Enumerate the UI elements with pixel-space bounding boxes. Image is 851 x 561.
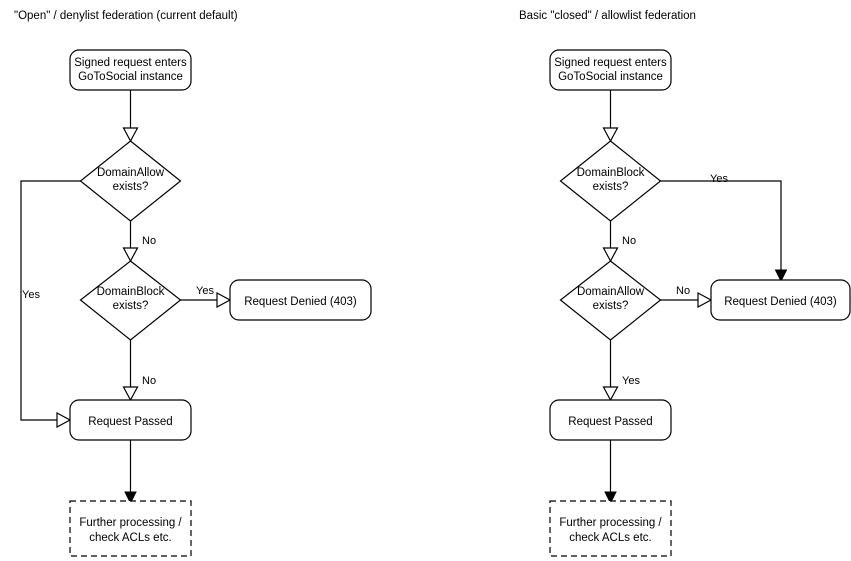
- start-node-shape: [549, 49, 672, 91]
- edge-label-domainblock-yes: Yes: [710, 173, 728, 185]
- arrowhead-open-icon: [602, 127, 619, 143]
- edge-start-to-domainallow: [122, 90, 139, 143]
- node-further-processing-right: Further processing / check ACLs etc.: [549, 500, 672, 557]
- edge-domainblock-no-to-passed: No: [122, 340, 156, 402]
- node-request-passed-left: Request Passed: [69, 399, 192, 441]
- decision-label-line2: exists?: [113, 181, 149, 193]
- start-node-label-line1: Signed request enters: [74, 57, 187, 69]
- denied-node-shape: [710, 279, 851, 321]
- edge-domainblock-yes-to-denied: Yes: [180, 285, 232, 309]
- start-node-shape: [69, 49, 192, 91]
- arrowhead-filled-icon: [774, 269, 788, 283]
- decision-label-line1: DomainBlock: [577, 167, 645, 179]
- arrowhead-open-icon: [56, 411, 72, 429]
- column-open-denylist: "Open" / denylist federation (current de…: [14, 10, 372, 557]
- edge-label-domainallow-no: No: [676, 285, 690, 297]
- start-node-label-line2: GoToSocial instance: [558, 71, 663, 83]
- edge-label-domainallow-no: No: [142, 235, 156, 247]
- node-decision-domainallow-right: DomainAllow exists?: [559, 260, 662, 341]
- edge-domainallow-no-to-domainblock: No: [122, 221, 156, 263]
- node-decision-domainallow-left: DomainAllow exists?: [79, 140, 182, 222]
- passed-node-label: Request Passed: [568, 416, 652, 428]
- node-request-passed-right: Request Passed: [549, 399, 672, 441]
- edge-domainblock-no-to-domainallow-right: No: [602, 221, 636, 263]
- edge-domainallow-yes-to-passed-right: Yes: [602, 340, 640, 402]
- further-node-label-line1: Further processing /: [79, 517, 182, 529]
- edge-passed-to-further-right: [604, 440, 617, 505]
- node-request-denied-right: Request Denied (403): [710, 279, 851, 321]
- column-title-open-denylist: "Open" / denylist federation (current de…: [14, 10, 238, 22]
- further-node-label-line2: check ACLs etc.: [569, 532, 651, 544]
- edge-label-domainblock-yes: Yes: [196, 285, 214, 297]
- column-closed-allowlist: Basic "closed" / allowlist federation Si…: [519, 10, 851, 557]
- start-node-label-line2: GoToSocial instance: [78, 71, 183, 83]
- arrowhead-filled-icon: [124, 491, 137, 505]
- arrowhead-open-icon: [216, 291, 232, 309]
- node-request-denied-left: Request Denied (403): [229, 279, 372, 321]
- decision-label-line2: exists?: [113, 300, 149, 312]
- arrowhead-open-icon: [602, 247, 619, 263]
- node-decision-domainblock-left: DomainBlock exists?: [79, 260, 182, 341]
- decision-label-line2: exists?: [593, 300, 629, 312]
- edge-label-domainblock-no: No: [142, 375, 156, 387]
- edge-domainblock-yes-to-denied-right: Yes: [660, 173, 788, 283]
- node-start-left: Signed request enters GoToSocial instanc…: [69, 49, 192, 91]
- decision-label-line1: DomainAllow: [97, 167, 165, 179]
- edge-start-to-domainblock-right: [602, 90, 619, 143]
- denied-node-label: Request Denied (403): [244, 296, 357, 308]
- node-start-right: Signed request enters GoToSocial instanc…: [549, 49, 672, 91]
- decision-label-line1: DomainBlock: [97, 286, 165, 298]
- edge-domainallow-no-to-denied-right: No: [660, 285, 713, 309]
- arrowhead-open-icon: [697, 291, 713, 309]
- node-decision-domainblock-right: DomainBlock exists?: [559, 140, 662, 222]
- edge-label-domainallow-yes: Yes: [22, 289, 40, 301]
- arrowhead-open-icon: [122, 247, 139, 263]
- arrowhead-filled-icon: [604, 491, 617, 505]
- edge-domainallow-yes-to-passed: Yes: [20, 180, 81, 429]
- denied-node-shape: [229, 279, 372, 321]
- edge-label-domainallow-yes: Yes: [622, 375, 640, 387]
- arrowhead-open-icon: [602, 386, 619, 402]
- further-node-shape: [549, 500, 672, 557]
- further-node-label-line1: Further processing /: [559, 517, 662, 529]
- node-further-processing-left: Further processing / check ACLs etc.: [69, 500, 192, 557]
- further-node-shape: [69, 500, 192, 557]
- arrowhead-open-icon: [122, 386, 139, 402]
- column-title-closed-allowlist: Basic "closed" / allowlist federation: [519, 10, 696, 22]
- decision-label-line1: DomainAllow: [577, 286, 645, 298]
- start-node-label-line1: Signed request enters: [554, 57, 667, 69]
- edge-passed-to-further-left: [124, 440, 137, 505]
- decision-label-line2: exists?: [593, 181, 629, 193]
- edge-label-domainblock-no: No: [622, 235, 636, 247]
- further-node-label-line2: check ACLs etc.: [89, 532, 171, 544]
- arrowhead-open-icon: [122, 127, 139, 143]
- passed-node-label: Request Passed: [88, 416, 172, 428]
- denied-node-label: Request Denied (403): [724, 296, 837, 308]
